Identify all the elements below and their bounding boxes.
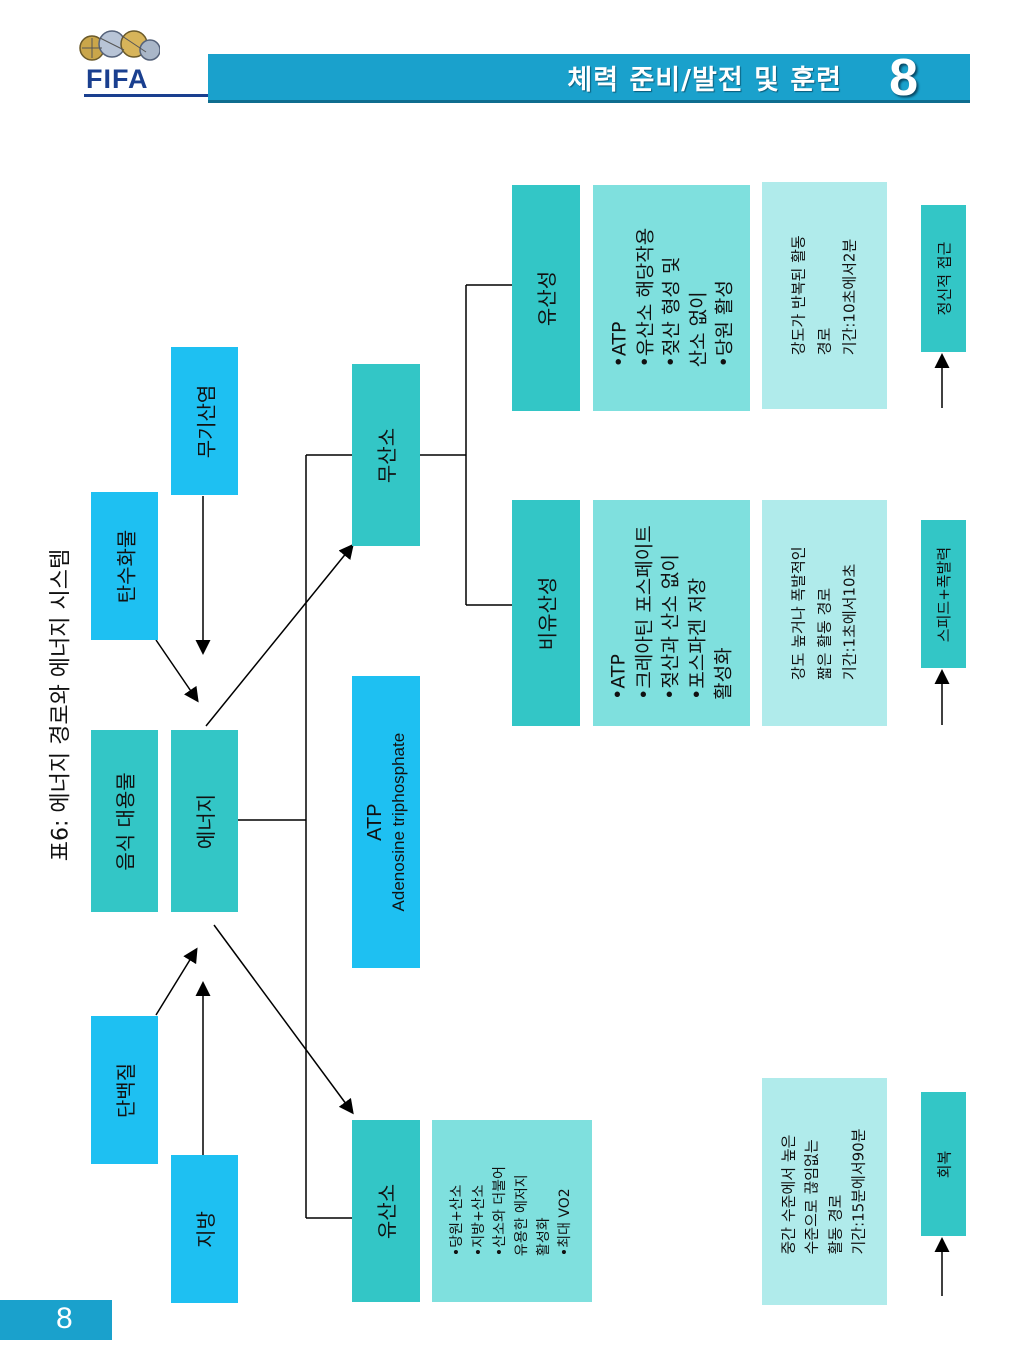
energy-box: 에너지 bbox=[171, 730, 238, 912]
atp-title: ATP bbox=[363, 803, 386, 841]
aerobic-box: 유산소 bbox=[352, 1120, 420, 1302]
header-title: 체력 준비/발전 및 훈련 bbox=[567, 65, 842, 96]
description-line: 강도가 반복된 활동 bbox=[789, 235, 808, 356]
description-line: 짧은 활동 경로 bbox=[814, 587, 833, 680]
carbohydrate-box: 탄수화물 bbox=[91, 492, 158, 640]
aerobic-label: 유산소 bbox=[375, 1183, 400, 1239]
list-item: 유용한 에저지 bbox=[514, 1174, 530, 1256]
alactic-details-box: •ATP •크레아틴 포스페이트 •젖산과 산소 없이 •포스파겐 저장 활성화 bbox=[593, 500, 750, 726]
lactic-description: 강도가 반복된 활동 경로 기간:10초에서2분 bbox=[786, 236, 863, 356]
arrow-carb-energy bbox=[155, 639, 199, 703]
protein-box: 단백질 bbox=[91, 1016, 158, 1164]
lactic-details-list: •ATP •유산소 해당작용 •젖산 형성 및 산소 없이 •당원 활성 bbox=[606, 228, 737, 368]
list-item: •당원 활성 bbox=[712, 280, 735, 368]
inorganic-salts-box: 무기산염 bbox=[171, 347, 238, 495]
alactic-details-list: •ATP •크레아틴 포스페이트 •젖산과 산소 없이 •포스파겐 저장 활성화 bbox=[606, 526, 737, 701]
goal-alactic-box: 스피드+폭발력 bbox=[921, 520, 966, 668]
description-line: 중간 수준에서 높은 bbox=[780, 1134, 798, 1255]
arrow-protein-energy bbox=[155, 947, 198, 1016]
page-number-box: 8 bbox=[0, 1300, 112, 1340]
list-item: •젖산과 산소 없이 bbox=[660, 554, 683, 701]
description-line: 기간:15분에서90분 bbox=[849, 1128, 868, 1255]
lactic-box: 유산성 bbox=[512, 185, 580, 411]
list-item: 산소 없이 bbox=[686, 291, 709, 368]
list-item: 활성화 bbox=[712, 647, 735, 701]
goal-aerobic-label: 회복 bbox=[934, 1150, 953, 1178]
energy-label: 에너지 bbox=[193, 793, 218, 849]
list-item: •ATP bbox=[607, 322, 630, 368]
list-item: 활성화 bbox=[535, 1217, 552, 1256]
aerobic-details-box: •당원+산소 •지방+산소 •산소와 더불어 유용한 에저지 활성화 •최대 V… bbox=[432, 1120, 592, 1302]
description-line: 기간:10초에서2분 bbox=[840, 238, 859, 356]
food-source-label: 음식 대용물 bbox=[114, 771, 139, 871]
lactic-label: 유산성 bbox=[535, 270, 560, 326]
list-item: •유산소 해당작용 bbox=[634, 228, 657, 368]
alactic-description-box: 강도 높거나 폭발적인 짧은 활동 경로 기간:1초에서10초 bbox=[762, 500, 887, 726]
carbohydrate-label: 탄수화물 bbox=[114, 529, 139, 603]
page-number: 8 bbox=[56, 1302, 73, 1335]
list-item: •산소와 더불어 bbox=[492, 1166, 509, 1256]
list-item: •지방+산소 bbox=[470, 1184, 487, 1256]
goal-lactic-label: 정신적 접근 bbox=[935, 241, 953, 316]
header-bar: 체력 준비/발전 및 훈련 8 bbox=[208, 49, 970, 107]
protein-label: 단백질 bbox=[113, 1062, 138, 1118]
anaerobic-label: 무산소 bbox=[375, 427, 400, 483]
anaerobic-box: 무산소 bbox=[352, 364, 420, 546]
logo-underline bbox=[84, 94, 208, 97]
goal-alactic-label: 스피드+폭발력 bbox=[935, 546, 953, 642]
alactic-description: 강도 높거나 폭발적인 짧은 활동 경로 기간:1초에서10초 bbox=[786, 546, 863, 680]
goal-aerobic-box: 회복 bbox=[921, 1092, 966, 1236]
fifa-logo-text: FIFA bbox=[86, 64, 149, 94]
list-item: •크레아틴 포스페이트 bbox=[634, 525, 657, 701]
food-source-box: 음식 대용물 bbox=[91, 730, 158, 912]
aerobic-details-list: •당원+산소 •지방+산소 •산소와 더불어 유용한 에저지 활성화 •최대 V… bbox=[447, 1166, 577, 1256]
arrow-energy-aerobic bbox=[213, 924, 354, 1115]
description-line: 수준으로 끊임없는 bbox=[803, 1139, 822, 1255]
alactic-box: 비유산성 bbox=[512, 500, 580, 726]
atp-box: ATP Adenosine triphosphate bbox=[352, 676, 420, 968]
arrow-energy-anaerobic bbox=[205, 543, 354, 727]
aerobic-description-box: 중간 수준에서 높은 수준으로 끊임없는 활동 경로 기간:15분에서90분 bbox=[762, 1078, 887, 1305]
fat-label: 지방 bbox=[194, 1210, 218, 1248]
goal-lactic-box: 정신적 접근 bbox=[921, 205, 966, 352]
fat-box: 지방 bbox=[171, 1155, 238, 1303]
description-line: 강도 높거나 폭발적인 bbox=[789, 546, 808, 680]
lactic-details-box: •ATP •유산소 해당작용 •젖산 형성 및 산소 없이 •당원 활성 bbox=[593, 185, 750, 411]
chapter-number: 8 bbox=[889, 49, 918, 107]
description-line: 경로 bbox=[814, 327, 833, 356]
list-item: •ATP bbox=[607, 654, 630, 701]
lactic-description-box: 강도가 반복된 활동 경로 기간:10초에서2분 bbox=[762, 182, 887, 409]
description-line: 기간:1초에서10초 bbox=[840, 563, 859, 680]
list-item: •최대 VO2 bbox=[557, 1188, 574, 1256]
atp-subtitle: Adenosine triphosphate bbox=[388, 732, 408, 912]
list-item: •포스파겐 저장 bbox=[686, 578, 709, 701]
description-line: 활동 경로 bbox=[826, 1194, 845, 1255]
inorganic-salts-label: 무기산염 bbox=[194, 384, 219, 458]
aerobic-description: 중간 수준에서 높은 수준으로 끊임없는 활동 경로 기간:15분에서90분 bbox=[778, 1128, 871, 1254]
alactic-label: 비유산성 bbox=[535, 576, 560, 650]
list-item: •당원+산소 bbox=[448, 1184, 465, 1256]
list-item: •젖산 형성 및 bbox=[660, 257, 683, 368]
